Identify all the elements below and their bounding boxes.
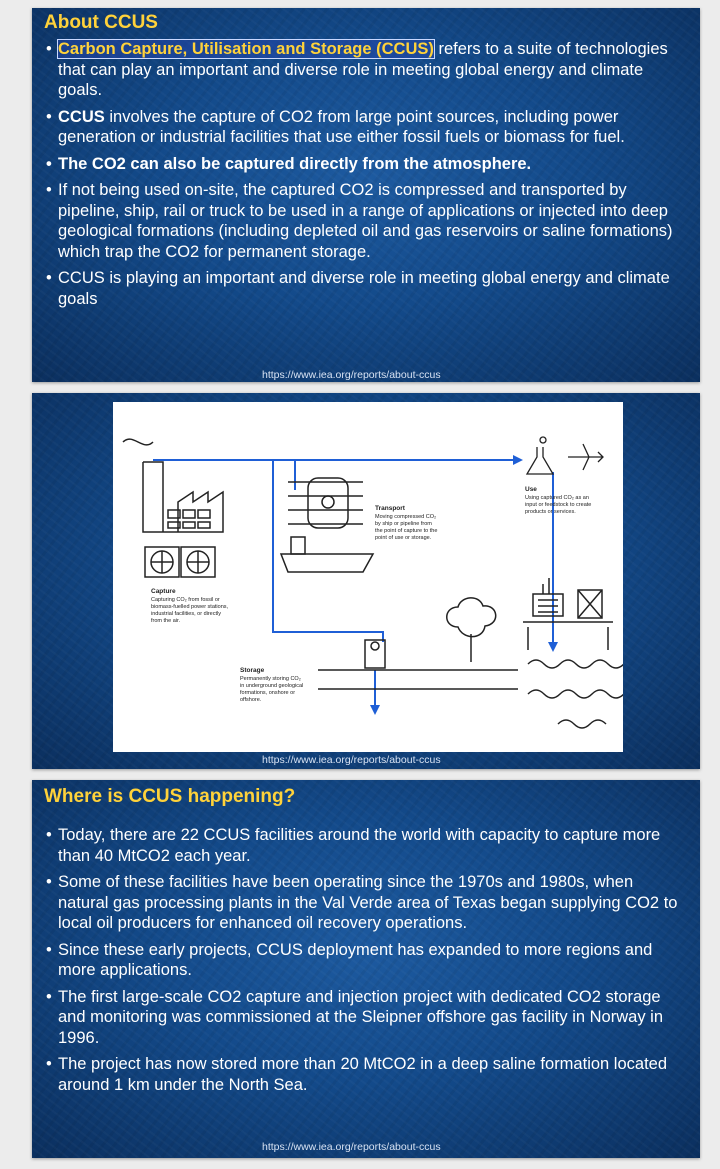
tree-icon xyxy=(446,597,497,662)
ccus-diagram: Capture Capturing CO₂ from fossil or bio… xyxy=(113,402,623,752)
use-description: Using captured CO₂ as an input or feedst… xyxy=(525,495,593,515)
wellhead-icon xyxy=(364,639,386,669)
factory-icon xyxy=(122,438,224,533)
bullet-item: CCUS involves the capture of CO2 from la… xyxy=(44,107,688,148)
bullet-list: Carbon Capture, Utilisation and Storage … xyxy=(44,39,688,315)
slide-title: Where is CCUS happening? xyxy=(44,786,296,807)
bullet-item: CCUS is playing an important and diverse… xyxy=(44,268,688,309)
source-link[interactable]: https://www.iea.org/reports/about-ccus xyxy=(262,369,441,381)
bullet-item: The first large-scale CO2 capture and in… xyxy=(44,987,688,1049)
slide-title: About CCUS xyxy=(44,12,158,33)
bold-term: CCUS xyxy=(58,107,105,126)
bullet-item: The CO2 can also be captured directly fr… xyxy=(44,154,688,175)
bullet-item: If not being used on-site, the captured … xyxy=(44,180,688,262)
bullet-item: Since these early projects, CCUS deploym… xyxy=(44,940,688,981)
offshore-platform-icon xyxy=(523,578,613,650)
transport-description: Moving compressed CO₂ by ship or pipelin… xyxy=(375,514,439,541)
bullet-item: Some of these facilities have been opera… xyxy=(44,872,688,934)
transport-label: Transport xyxy=(375,505,406,512)
slide-ccus-diagram: Capture Capturing CO₂ from fossil or bio… xyxy=(32,393,700,769)
bullet-item: Carbon Capture, Utilisation and Storage … xyxy=(44,39,688,101)
capture-label: Capture xyxy=(151,588,176,595)
flow-arrows xyxy=(153,459,554,707)
bullet-list: Today, there are 22 CCUS facilities arou… xyxy=(44,825,688,1101)
bullet-text: involves the capture of CO2 from large p… xyxy=(58,107,625,147)
ccus-diagram-svg: Capture Capturing CO₂ from fossil or bio… xyxy=(122,436,623,729)
flask-icon xyxy=(525,436,555,475)
bullet-item: The project has now stored more than 20 … xyxy=(44,1054,688,1095)
source-link[interactable]: https://www.iea.org/reports/about-ccus xyxy=(262,754,441,766)
storage-description: Permanently storing CO₂ in underground g… xyxy=(240,676,305,703)
fan-icon xyxy=(144,546,216,578)
capture-description: Capturing CO₂ from fossil or biomass-fue… xyxy=(151,597,230,624)
pipeline-icon xyxy=(288,477,363,529)
source-link[interactable]: https://www.iea.org/reports/about-ccus xyxy=(262,1141,441,1153)
ship-icon xyxy=(279,536,375,573)
use-label: Use xyxy=(525,486,537,493)
slide-where-is-ccus: Where is CCUS happening? Today, there ar… xyxy=(32,780,700,1158)
slide-about-ccus: About CCUS Carbon Capture, Utilisation a… xyxy=(32,8,700,382)
ground-lines xyxy=(318,659,623,729)
plane-icon xyxy=(568,443,604,471)
flow-arrow-storage xyxy=(272,460,384,642)
arrow-heads xyxy=(370,455,558,715)
bullet-text: refers to a suite of technologies that c… xyxy=(58,40,668,99)
highlighted-term: Carbon Capture, Utilisation and Storage … xyxy=(57,39,435,59)
storage-label: Storage xyxy=(240,667,265,674)
bullet-item: Today, there are 22 CCUS facilities arou… xyxy=(44,825,688,866)
